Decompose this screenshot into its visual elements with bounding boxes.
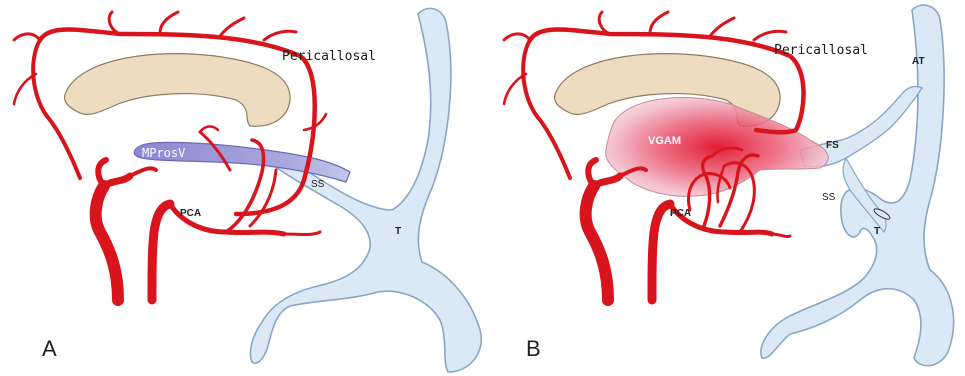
vgam-malformation [606, 98, 829, 197]
label-ss-b: SS [822, 192, 836, 203]
panel-b: Pericallosal VGAM AT FS SS PCA T B [504, 5, 954, 366]
label-pca-a: PCA [180, 208, 201, 219]
label-t-a: T [395, 226, 401, 237]
panel-a: Pericallosal MProsV SS PCA T A [14, 8, 481, 372]
label-mprosv: MProsV [142, 146, 185, 160]
label-pericallosal-b: Pericallosal [774, 43, 868, 58]
label-fs: FS [826, 140, 839, 151]
label-pca-b: PCA [670, 208, 691, 219]
panel-label-b: B [526, 336, 541, 361]
label-pericallosal-a: Pericallosal [282, 49, 376, 64]
label-vgam: VGAM [648, 135, 681, 147]
corpus-callosum-a [65, 54, 291, 127]
label-t-b: T [874, 226, 880, 237]
panel-label-a: A [42, 336, 57, 361]
label-at: AT [912, 56, 925, 67]
venous-sinus-b [761, 5, 954, 366]
label-ss-a: SS [311, 179, 325, 190]
